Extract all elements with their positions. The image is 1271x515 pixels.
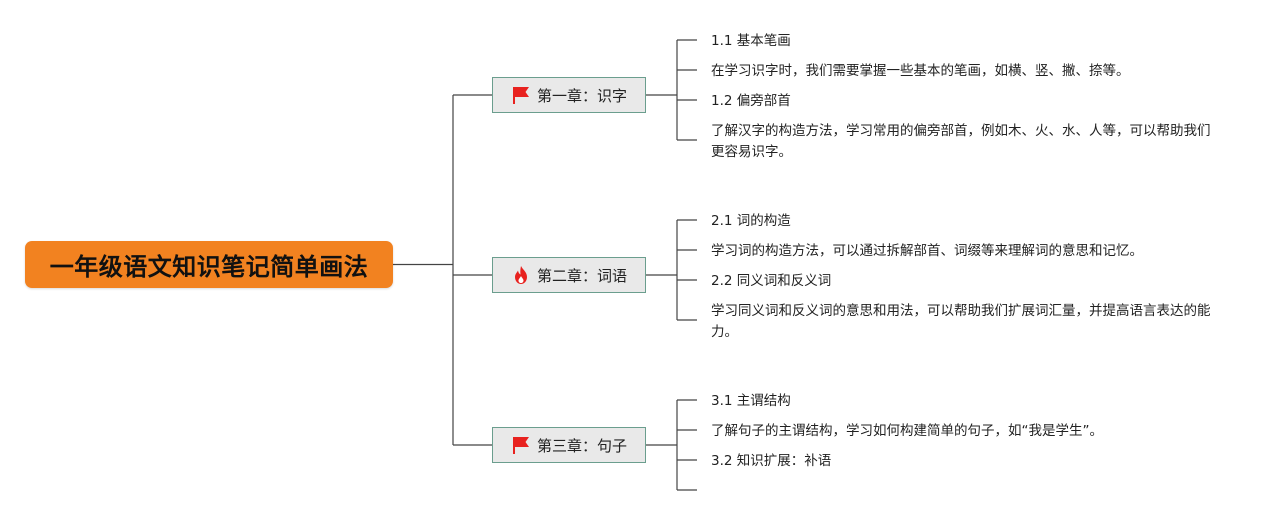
chapter-2-title: 第二章：词语: [537, 266, 628, 285]
red-flag-icon: [511, 435, 531, 455]
chapter-2-item-3[interactable]: 2.2 同义词和反义词: [711, 273, 832, 289]
chapter-1-topic[interactable]: 第一章：识字: [492, 77, 646, 113]
fire-icon: [511, 265, 531, 285]
root-title: 一年级语文知识笔记简单画法: [49, 253, 369, 281]
chapter-2-item-2[interactable]: 学习词的构造方法，可以通过拆解部首、词缀等来理解词的意思和记忆。: [711, 243, 1143, 259]
red-flag-icon: [511, 85, 531, 105]
chapter-2-item-4[interactable]: 学习同义词和反义词的意思和用法，可以帮助我们扩展词汇量，并提高语言表达的能力。: [711, 303, 1211, 340]
chapter-1-item-3[interactable]: 1.2 偏旁部首: [711, 93, 791, 109]
chapter-1-item-4[interactable]: 了解汉字的构造方法，学习常用的偏旁部首，例如木、火、水、人等，可以帮助我们更容易…: [711, 123, 1211, 160]
chapter-2-item-1[interactable]: 2.1 词的构造: [711, 213, 791, 229]
chapter-1-item-2[interactable]: 在学习识字时，我们需要掌握一些基本的笔画，如横、竖、撇、捺等。: [711, 63, 1130, 79]
chapter-3-item-3[interactable]: 3.2 知识扩展：补语: [711, 453, 832, 469]
chapter-1-item-1[interactable]: 1.1 基本笔画: [711, 33, 791, 49]
chapter-3-title: 第三章：句子: [537, 436, 628, 455]
root-topic[interactable]: 一年级语文知识笔记简单画法: [25, 241, 393, 288]
chapter-2-topic[interactable]: 第二章：词语: [492, 257, 646, 293]
chapter-1-title: 第一章：识字: [537, 86, 628, 105]
chapter-3-item-1[interactable]: 3.1 主谓结构: [711, 393, 791, 409]
chapter-3-topic[interactable]: 第三章：句子: [492, 427, 646, 463]
chapter-3-item-2[interactable]: 了解句子的主谓结构，学习如何构建简单的句子，如“我是学生”。: [711, 423, 1103, 439]
